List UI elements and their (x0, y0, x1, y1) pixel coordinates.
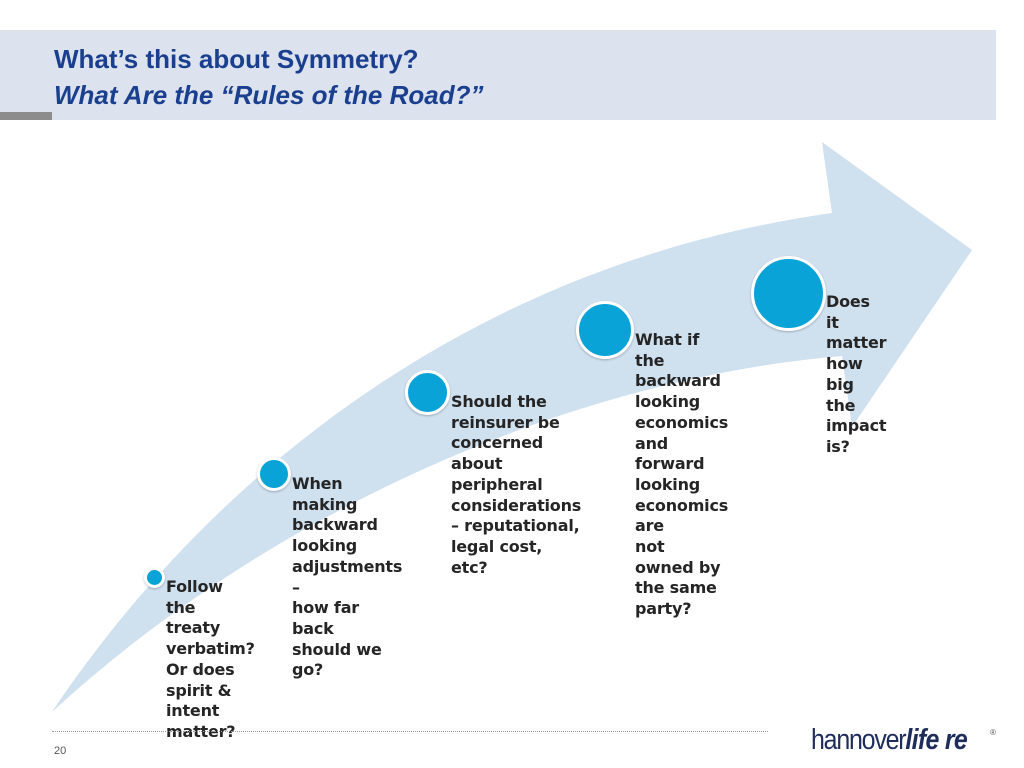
curved-arrow (52, 142, 972, 712)
slide-subtitle: What Are the “Rules of the Road?” (54, 80, 484, 110)
logo-bold-text: life re (905, 724, 968, 756)
registered-mark: ® (990, 728, 996, 737)
logo-wordmark: hannoverlife re (811, 724, 968, 757)
step-text: Follow the treaty verbatim? Or does spir… (166, 577, 255, 741)
milestone-dot (144, 567, 165, 588)
page-number: 20 (54, 745, 67, 757)
footer-divider (52, 731, 768, 732)
step-text: When making backward looking adjustments… (292, 474, 403, 680)
header-accent-bar (0, 112, 52, 120)
header-band (0, 30, 996, 120)
step-text: Should the reinsurer be concerned about … (451, 392, 582, 577)
step-text: Does it matter how big the impact is? (826, 292, 887, 456)
hannover-life-re-logo: hannoverlife re (811, 724, 993, 764)
milestone-dot (405, 370, 450, 415)
milestone-dot (751, 256, 826, 331)
step-text: What if the backward looking economics a… (635, 330, 729, 619)
slide-title: What’s this about Symmetry? (54, 44, 419, 74)
logo-light-text: hannover (811, 724, 907, 756)
milestone-dot (257, 457, 291, 491)
milestone-dot (576, 301, 634, 359)
